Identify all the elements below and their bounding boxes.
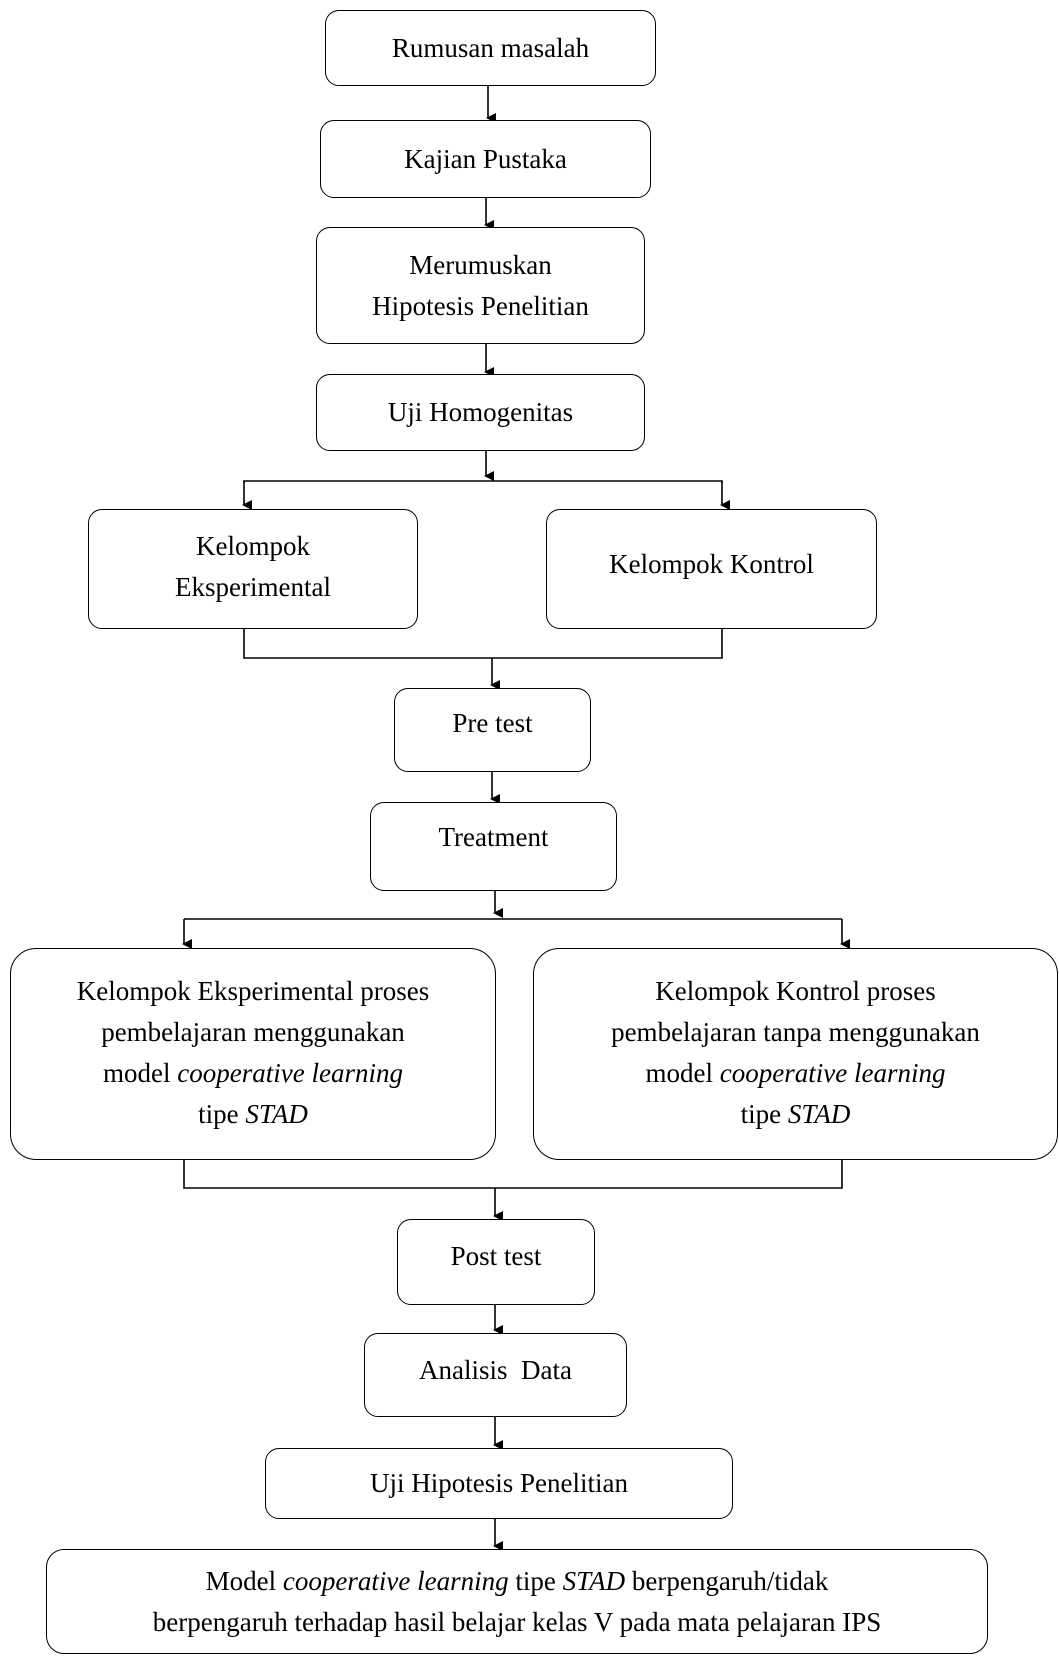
node-kajian-pustaka: Kajian Pustaka — [320, 120, 651, 198]
node-proses-eksperimental-line4-a: tipe — [198, 1099, 246, 1130]
node-pre-test-label: Pre test — [452, 708, 533, 738]
node-kelompok-eksperimental: Kelompok Eksperimental — [88, 509, 418, 629]
node-post-test-label: Post test — [450, 1241, 542, 1271]
node-analisis-data-label: Analisis Data — [419, 1355, 572, 1385]
node-proses-eksperimental: Kelompok Eksperimental proses pembelajar… — [10, 948, 496, 1160]
split-bar-1 — [243, 480, 723, 483]
node-proses-eksperimental-line4: tipe STAD — [77, 1094, 429, 1135]
node-kesimpulan-line1-b: cooperative learning — [282, 1566, 509, 1596]
node-pre-test: Pre test — [394, 688, 591, 772]
node-proses-kontrol: Kelompok Kontrol proses pembelajaran tan… — [533, 948, 1058, 1160]
node-treatment-label: Treatment — [438, 822, 549, 852]
node-kelompok-kontrol: Kelompok Kontrol — [546, 509, 877, 629]
node-kesimpulan: Model cooperative learning tipe STAD ber… — [46, 1549, 988, 1654]
node-kesimpulan-line1: Model cooperative learning tipe STAD ber… — [153, 1561, 881, 1602]
node-uji-hipotesis-label: Uji Hipotesis Penelitian — [370, 1468, 628, 1499]
node-proses-kontrol-line3-b: cooperative learning — [719, 1058, 946, 1089]
node-proses-kontrol-line4-b: STAD — [787, 1099, 851, 1130]
node-rumusan-masalah: Rumusan masalah — [325, 10, 656, 86]
node-kelompok-kontrol-label: Kelompok Kontrol — [609, 549, 814, 579]
node-proses-eksperimental-line3-a: model — [103, 1058, 178, 1089]
node-proses-eksperimental-line3-b: cooperative learning — [177, 1058, 403, 1089]
node-rumusan-masalah-label: Rumusan masalah — [391, 32, 590, 63]
node-kelompok-eksperimental-line1: Kelompok — [195, 531, 310, 561]
node-uji-hipotesis: Uji Hipotesis Penelitian — [265, 1448, 733, 1519]
node-proses-kontrol-line4: tipe STAD — [611, 1094, 980, 1135]
node-proses-kontrol-line3-a: model — [645, 1058, 720, 1089]
merge-bar-1 — [243, 628, 723, 659]
node-kesimpulan-line1-c: tipe — [508, 1566, 563, 1596]
node-proses-kontrol-line4-a: tipe — [740, 1099, 788, 1130]
node-kesimpulan-line1-a: Model — [205, 1566, 283, 1596]
node-proses-eksperimental-line3: model cooperative learning — [77, 1053, 429, 1094]
node-proses-eksperimental-line2: pembelajaran menggunakan — [101, 1017, 405, 1048]
node-kelompok-eksperimental-line2: Eksperimental — [175, 571, 331, 602]
node-uji-homogenitas: Uji Homogenitas — [316, 374, 645, 451]
node-proses-kontrol-line2: pembelajaran tanpa menggunakan — [611, 1017, 980, 1048]
node-post-test: Post test — [397, 1219, 595, 1305]
node-proses-eksperimental-line1: Kelompok Eksperimental proses — [76, 976, 430, 1006]
node-merumuskan-hipotesis-line1: Merumuskan — [409, 250, 552, 280]
node-proses-eksperimental-line4-b: STAD — [245, 1099, 308, 1130]
node-kesimpulan-line2: berpengaruh terhadap hasil belajar kelas… — [152, 1606, 882, 1637]
node-kesimpulan-line1-e: berpengaruh/tidak — [625, 1566, 829, 1596]
node-proses-kontrol-line1: Kelompok Kontrol proses — [655, 976, 936, 1006]
node-proses-kontrol-line3: model cooperative learning — [611, 1053, 980, 1094]
node-merumuskan-hipotesis-line2: Hipotesis Penelitian — [372, 290, 589, 321]
node-kajian-pustaka-label: Kajian Pustaka — [404, 143, 567, 174]
merge-bar-2 — [183, 1159, 843, 1189]
node-uji-homogenitas-label: Uji Homogenitas — [387, 397, 574, 428]
node-kesimpulan-line1-d: STAD — [562, 1566, 626, 1596]
node-treatment: Treatment — [370, 802, 617, 891]
node-analisis-data: Analisis Data — [364, 1333, 627, 1417]
node-merumuskan-hipotesis: Merumuskan Hipotesis Penelitian — [316, 227, 645, 344]
